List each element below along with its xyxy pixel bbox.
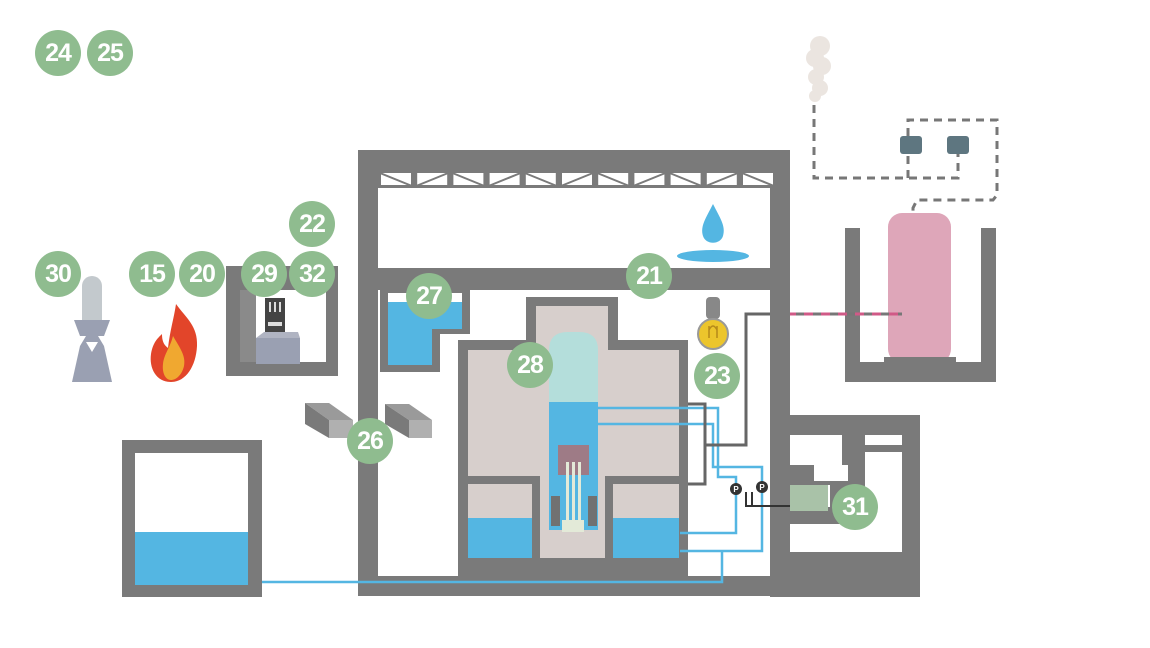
steam-dome [549, 332, 598, 404]
pink-tank [888, 213, 951, 363]
containment-vessel [458, 297, 688, 576]
hotspot-22[interactable]: 22 [289, 201, 335, 247]
water-tank [122, 440, 262, 597]
hotspot-20[interactable]: 20 [179, 251, 225, 297]
pump-icon: P P [730, 481, 768, 495]
hotspot-25[interactable]: 25 [87, 30, 133, 76]
hotspot-15[interactable]: 15 [129, 251, 175, 297]
control-box-icon [900, 136, 969, 154]
fire-icon [150, 304, 198, 382]
hotspot-27[interactable]: 27 [406, 273, 452, 319]
dashed-control-lines [812, 105, 999, 218]
reactor-building [358, 150, 790, 596]
hotspot-29[interactable]: 29 [241, 251, 287, 297]
console-icon [256, 338, 300, 364]
hotspot-32[interactable]: 32 [289, 251, 335, 297]
svg-text:P: P [759, 483, 765, 492]
roof-truss [378, 170, 775, 188]
water-drop-icon [677, 204, 749, 262]
hotspot-31[interactable]: 31 [832, 484, 878, 530]
hotspot-21[interactable]: 21 [626, 253, 672, 299]
power-cable [688, 312, 790, 507]
light-bulb-icon [697, 297, 729, 350]
hotspot-30[interactable]: 30 [35, 251, 81, 297]
suppression-pool-right [613, 518, 679, 558]
suppression-pool-left [468, 518, 532, 558]
rocket-launcher-icon [72, 276, 112, 382]
coolant-pipes [248, 406, 764, 584]
hotspot-28[interactable]: 28 [507, 342, 553, 388]
hotspot-26[interactable]: 26 [347, 418, 393, 464]
smoke-plume-icon [806, 36, 831, 102]
svg-text:P: P [733, 485, 739, 494]
hotspot-24[interactable]: 24 [35, 30, 81, 76]
generator-building [770, 415, 920, 597]
hotspot-23[interactable]: 23 [694, 353, 740, 399]
tank-building [770, 213, 996, 382]
generator-unit [790, 485, 828, 511]
